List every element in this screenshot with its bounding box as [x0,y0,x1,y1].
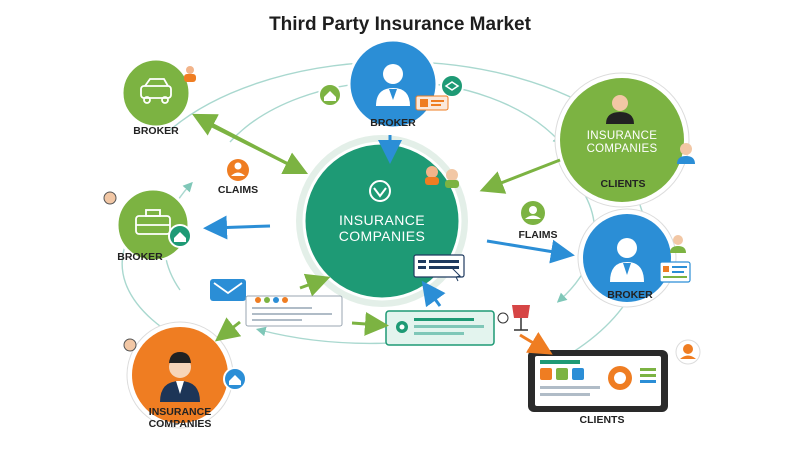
person-icon [670,235,686,253]
center-label-line2: COMPANIES [338,228,426,244]
chart-icon [497,305,530,331]
briefcase-icon [135,209,171,235]
home-icon [324,91,336,101]
handshake-icon [444,81,460,91]
document-icon [415,95,449,111]
page-title: Third Party Insurance Market [269,14,531,35]
label-line2: COMPANIES [586,143,658,155]
label-broker-top: BROKER [370,117,416,129]
node-broker-left [103,187,192,263]
label-line1: INSURANCE [148,406,212,418]
home-icon [174,232,186,242]
person-icon [677,143,695,164]
person-icon [606,95,634,124]
person-icon [103,191,117,205]
person-icon [425,166,459,188]
document-icon [659,261,691,283]
form-card [245,295,343,327]
home-icon [229,375,241,385]
label-broker-left: BROKER [117,251,163,263]
person-icon [160,352,200,402]
label-clients-right: CLIENTS [600,178,646,190]
arrow-center-to-broker [192,113,291,167]
arrow-clipboard-to-hub [421,280,446,308]
person-icon [610,238,644,282]
node-insurance-companies-bottom-left [123,321,247,429]
center-label-line1: INSURANCE [338,212,426,228]
person-icon [675,339,701,365]
center-label: INSURANCE COMPANIES [322,212,442,244]
label-clients-bottom: CLIENTS [579,414,625,426]
arrow-form-to-insurer [214,317,242,342]
arrow-form-to-clipboard [351,311,389,336]
node-broker-top-left [120,57,196,129]
arrow-to-clients-tablet [519,331,553,355]
label-line2: COMPANIES [148,418,212,430]
node-broker-right [577,208,691,308]
document-icon [413,254,465,282]
arrow-center-to-broker-left [203,215,271,240]
clipboard-icon [385,310,495,346]
tablet-icon [528,350,668,412]
label-insurance-companies-top-right: INSURANCE COMPANIES [572,130,672,156]
label-insurance-companies-bottom-left: INSURANCE COMPANIES [130,406,230,430]
car-icon [140,78,172,104]
person-icon [184,66,196,82]
node-broker-top [318,38,464,130]
person-icon [376,64,410,106]
label-line1: INSURANCE [586,130,658,142]
arrow-center-to-broker-right [486,239,575,264]
claims-icon [227,159,249,181]
arrow-insurer-to-center [479,158,561,194]
mail-icon [210,279,246,301]
label-flaims: FLAIMS [518,229,558,241]
label-broker-top-left: BROKER [133,125,179,137]
node-insurance-companies-top-right [554,72,695,208]
label-claims: CLAIMS [217,184,259,196]
flaims-icon [521,201,545,225]
label-broker-right: BROKER [607,289,653,301]
person-icon [123,338,137,352]
arrows [192,113,575,355]
arrow-form-to-center [299,273,331,297]
shield-icon [369,180,391,202]
